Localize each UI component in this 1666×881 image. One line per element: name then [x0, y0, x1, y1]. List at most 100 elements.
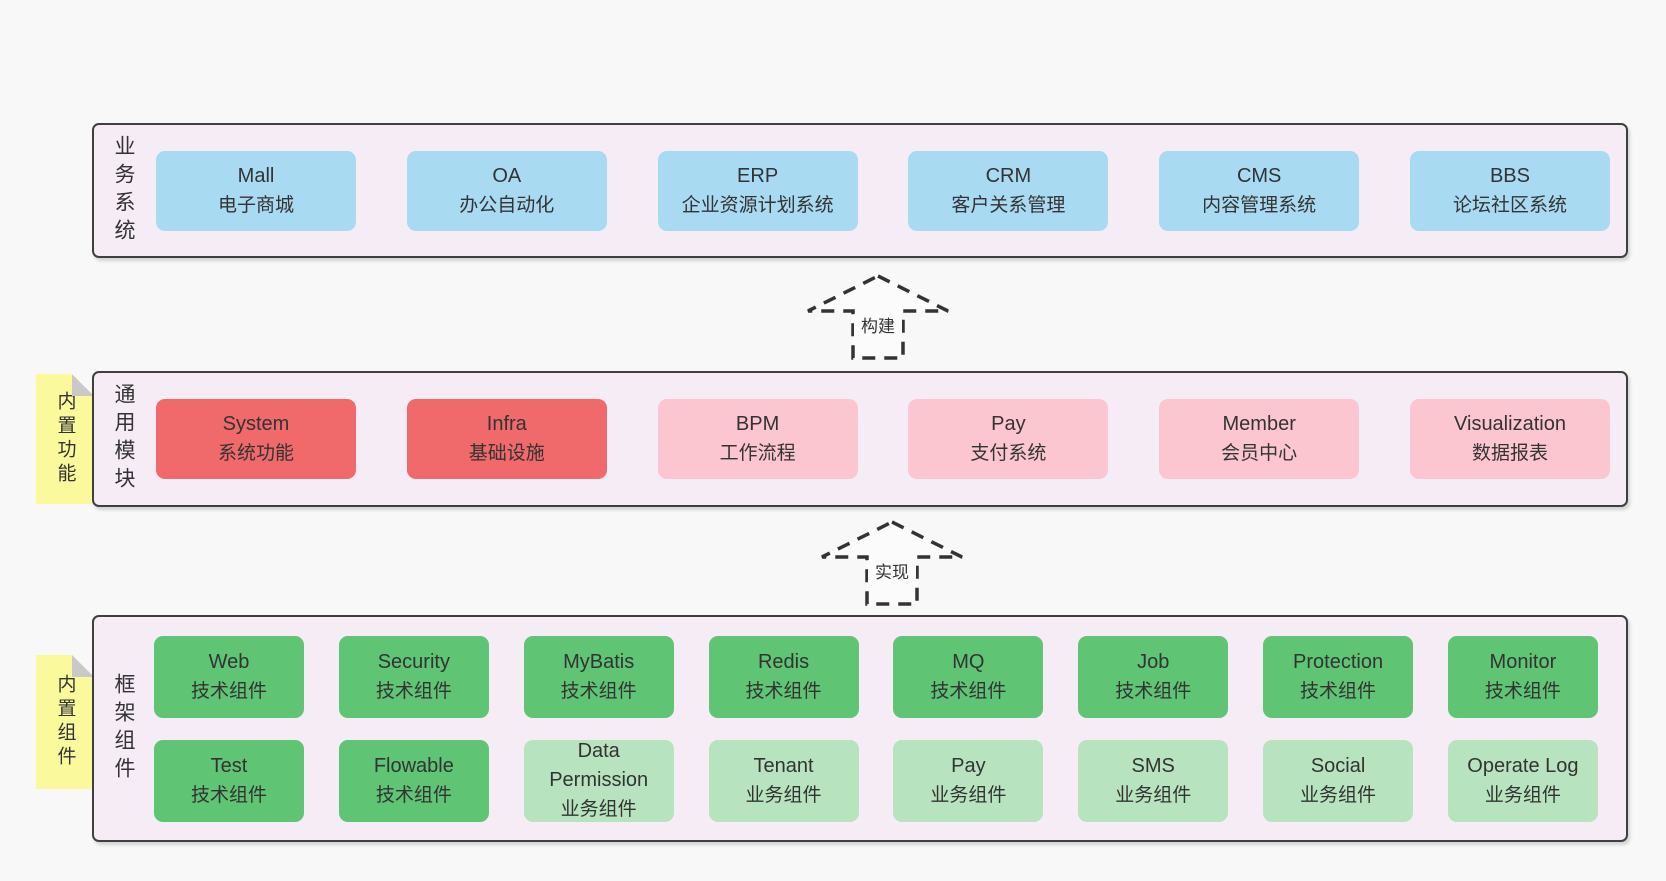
box-title: Pay [991, 413, 1026, 435]
folded-corner-icon [72, 655, 94, 677]
box-subtitle: 客户关系管理 [951, 194, 1066, 216]
layer-common-modules: 通用模块 System 系统功能 Infra 基础设施 BPM 工作流程 Pay 支付系统 Me… [92, 371, 1628, 507]
diagram-box-operate-log: Operate Log 业务组件 [1447, 739, 1598, 822]
box-subtitle: 论坛社区系统 [1452, 194, 1567, 216]
box-title: Pay [951, 754, 986, 777]
box-title: Mall [237, 164, 275, 187]
box-title: BBS [1489, 164, 1530, 187]
tab-label: 内置组件 [54, 674, 76, 770]
box-title: Web [208, 650, 250, 673]
box-subtitle: 企业资源计划系统 [681, 194, 834, 216]
box-subtitle: 技术组件 [375, 680, 452, 702]
diagram-box-redis: Redis 技术组件 [708, 635, 859, 718]
diagram-box-mall: Mall 电子商城 [156, 150, 356, 231]
folded-corner-icon [72, 374, 94, 396]
diagram-box-pay: Pay 业务组件 [893, 739, 1044, 822]
diagram-box-mq: MQ 技术组件 [893, 635, 1044, 718]
box-title: Protection [1293, 650, 1384, 673]
layer-side-label: 框架组件 [112, 672, 135, 785]
box-subtitle: 数据报表 [1471, 443, 1548, 464]
diagram-box-crm: CRM 客户关系管理 [908, 150, 1109, 231]
diagram-box-monitor: Monitor 技术组件 [1447, 635, 1598, 718]
box-subtitle: 会员中心 [1221, 443, 1298, 464]
diagram-box-erp: ERP 企业资源计划系统 [657, 150, 858, 231]
build-arrow-label-bg [854, 314, 902, 338]
diagram-box-infra: Infra 基础设施 [406, 399, 607, 479]
box-subtitle: 技术组件 [190, 784, 267, 806]
box-subtitle: 电子商城 [217, 194, 294, 216]
diagram-box-security: Security 技术组件 [338, 635, 489, 718]
box-subtitle: 业务组件 [1115, 784, 1192, 806]
builtin-functions-tab: 内置功能 [36, 374, 94, 504]
box-subtitle: 业务组件 [930, 784, 1007, 806]
box-title: Flowable [373, 754, 454, 777]
implement-arrow-label-bg [868, 560, 916, 584]
diagram-box-visualization: Visualization 数据报表 [1409, 399, 1610, 479]
tab-label: 内置功能 [54, 391, 76, 487]
box-subtitle: 技术组件 [1115, 680, 1192, 702]
box-subtitle: 业务组件 [560, 799, 637, 820]
box-title: SMS [1131, 754, 1175, 777]
box-title: MQ [952, 650, 985, 673]
diagram-box-pay: Pay 支付系统 [908, 399, 1109, 479]
diagram-box-data-permission: Data Permission 业务组件 [523, 739, 674, 822]
box-title: Data Permission [549, 740, 649, 791]
box-title: BPM [735, 413, 780, 435]
diagram-box-social: Social 业务组件 [1263, 739, 1414, 822]
box-title: Security [377, 650, 450, 673]
box-subtitle: 办公自动化 [459, 194, 555, 216]
box-title: Tenant [753, 754, 814, 777]
box-title: Operate Log [1467, 754, 1579, 777]
box-subtitle: 业务组件 [1484, 784, 1561, 806]
box-title: Monitor [1489, 650, 1557, 673]
box-title: Job [1137, 650, 1170, 673]
box-subtitle: 业务组件 [1300, 784, 1377, 806]
modules-boxes-row: System 系统功能 Infra 基础设施 BPM 工作流程 Pay 支付系统 Member 会… [156, 373, 1610, 505]
box-subtitle: 技术组件 [930, 680, 1007, 702]
diagram-box-bpm: BPM 工作流程 [657, 399, 858, 479]
box-subtitle: 工作流程 [719, 443, 796, 464]
box-title: Infra [486, 413, 527, 435]
box-title: CRM [985, 164, 1032, 187]
arrow-label: 构建 [861, 317, 895, 336]
implement-arrow: 实现 [821, 520, 963, 606]
arrow-label: 实现 [875, 563, 909, 582]
diagram-box-web: Web 技术组件 [154, 635, 304, 718]
box-subtitle: 内容管理系统 [1202, 194, 1317, 216]
box-title: MyBatis [563, 650, 635, 673]
box-subtitle: 技术组件 [190, 680, 267, 702]
diagram-box-system: System 系统功能 [156, 399, 356, 479]
box-title: Test [210, 754, 248, 777]
diagram-box-job: Job 技术组件 [1078, 635, 1229, 718]
box-subtitle: 技术组件 [1484, 680, 1561, 702]
box-subtitle: 支付系统 [970, 443, 1047, 464]
diagram-box-member: Member 会员中心 [1159, 399, 1360, 479]
box-title: System [222, 413, 290, 435]
diagram-box-sms: SMS 业务组件 [1078, 739, 1229, 822]
box-title: Redis [757, 650, 810, 673]
layer-side-label: 通用模块 [112, 383, 135, 495]
diagram-box-test: Test 技术组件 [154, 739, 304, 822]
box-title: CMS [1236, 164, 1282, 187]
build-arrow: 构建 [807, 274, 949, 360]
box-title: ERP [737, 164, 779, 187]
box-title: Social [1310, 754, 1366, 777]
box-subtitle: 系统功能 [217, 443, 294, 464]
box-title: Member [1222, 413, 1296, 435]
box-subtitle: 基础设施 [468, 443, 545, 464]
box-subtitle: 技术组件 [745, 680, 822, 702]
diagram-box-bbs: BBS 论坛社区系统 [1409, 150, 1610, 231]
builtin-components-tab: 内置组件 [36, 655, 94, 789]
box-title: Visualization [1454, 413, 1566, 435]
